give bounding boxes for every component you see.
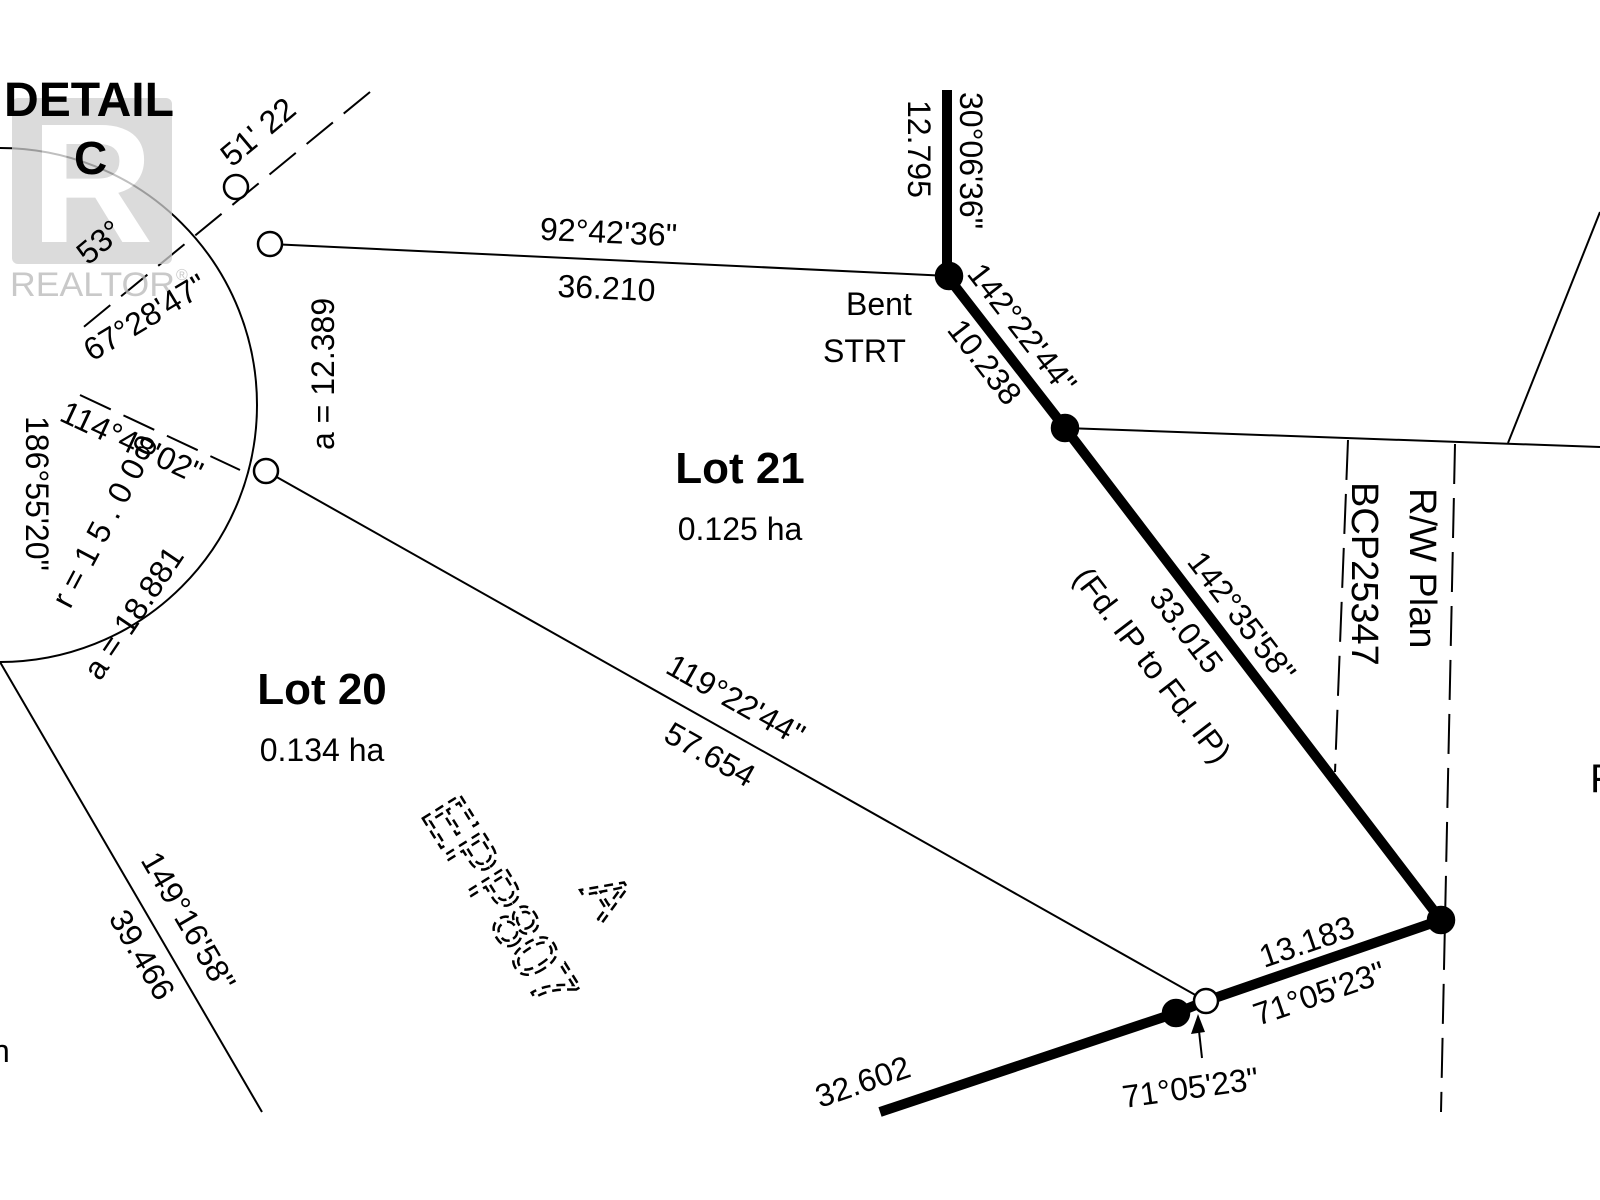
top-bearing-label: 92°42'36" (539, 211, 678, 253)
found-pin (1426, 905, 1456, 935)
detail-word: DETAIL (4, 74, 174, 127)
lot21-title: Lot 21 (675, 444, 805, 493)
lot20-title: Lot 20 (257, 665, 387, 714)
bottom-bearing-2-label: 71°05'23" (1120, 1060, 1261, 1115)
curve-circle (0, 147, 258, 663)
edge-letter-left: n (0, 1033, 10, 1069)
realtor-logo-box (12, 98, 172, 264)
lot-dividing-line (265, 470, 1207, 1002)
far-right-line (1507, 211, 1600, 444)
east-parcel-line (1064, 427, 1600, 448)
pin-note-line2: STRT (823, 333, 906, 369)
top-distance-label: 36.210 (557, 268, 656, 309)
realtor-brand-text: REALTOR (10, 266, 175, 304)
lot21-north-line (269, 243, 950, 277)
rw-dashed-right (1440, 443, 1456, 1113)
plan-ref-code: EPP807 (408, 783, 594, 1020)
rw-plan-number-label: BCP25347 (1343, 482, 1385, 666)
dashed-line-1 (79, 91, 371, 331)
arc-1-label: a = 12.389 (305, 298, 341, 450)
dashed-line-2 (79, 394, 241, 471)
realtor-registered-mark: ® (176, 267, 188, 284)
found-pin (934, 261, 964, 291)
north-distance-label: 12.795 (901, 100, 937, 198)
bearing-arrow (1191, 1014, 1205, 1059)
angle-5-label: 51' 22 (213, 90, 302, 173)
found-pin (1161, 998, 1191, 1028)
rw-dashed-left (1334, 439, 1349, 773)
angle-3-label: 186°55'20" (19, 416, 55, 571)
realtor-watermark: R REALTOR ® (10, 89, 188, 304)
lot20-west-line (0, 661, 263, 1113)
lot-line-distance-label: 57.654 (659, 715, 762, 794)
open-monument (256, 230, 284, 258)
rw-plan-label: R/W Plan (1401, 488, 1443, 648)
lot21-area: 0.125 ha (678, 511, 803, 547)
detail-letter: C (74, 132, 107, 184)
north-bearing-label: 30°06'36" (953, 92, 989, 229)
edge-letter-right: F (1590, 757, 1600, 801)
plan-ref-letter: A (569, 861, 647, 930)
open-monument (222, 173, 250, 201)
open-monument (1192, 987, 1220, 1015)
open-monument (252, 457, 280, 485)
pin-note-line1: Bent (846, 286, 912, 322)
found-pin (1050, 413, 1080, 443)
monuments (222, 173, 1456, 1028)
lot20-area: 0.134 ha (260, 732, 385, 768)
realtor-logo-letter: R (31, 89, 154, 279)
